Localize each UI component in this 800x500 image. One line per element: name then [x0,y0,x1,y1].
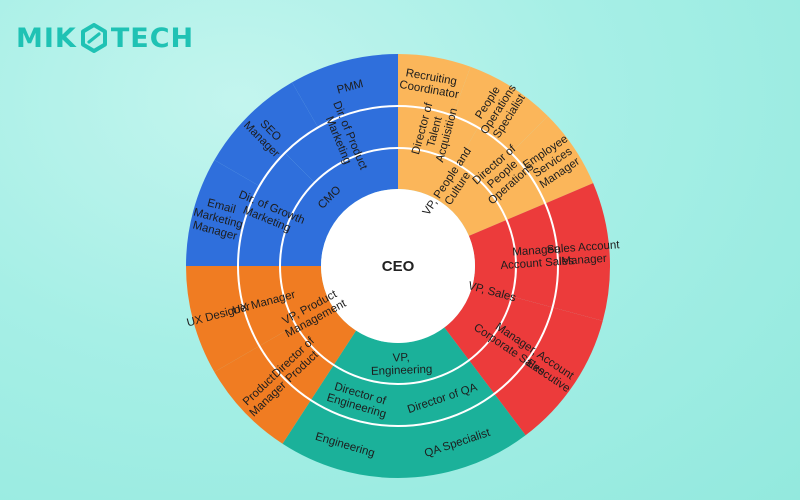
center-circle [321,189,475,343]
people-ring3-segment [511,116,594,204]
engineering-ring1-label: VP,Engineering [370,351,432,378]
sales-ring2-label: Manager,Account Sales [499,242,574,272]
people-ring1-segment [398,148,507,236]
engineering-ring2-segment [310,364,398,427]
logo-text-right: TECH [110,22,195,54]
people-ring3-segment [398,54,471,116]
hex-o-icon [80,23,107,53]
engineering-ring3-segment [282,400,398,478]
sales-ring2-segment [469,296,553,394]
marketing-ring3-segment [214,82,318,186]
engineering-ring1-segment [333,327,470,384]
sales-ring3-label: Sales AccountManager [546,239,621,269]
engineering-ring3-segment [398,393,526,478]
product-ring1-segment [280,266,357,365]
marketing-ring2-segment [284,106,398,183]
marketing-ring2-segment [238,152,315,266]
sales-ring2-segment [506,203,559,308]
company-logo: MIK TECH [16,18,194,58]
logo-text-left: MIK [16,22,77,54]
sales-ring3-segment [494,307,603,436]
sales-ring3-segment [545,183,610,321]
ceo-label: CEO [382,258,415,275]
ring-divider-1 [279,147,517,385]
people-ring2-segment [457,127,546,220]
engineering-ring2-segment [398,360,495,426]
marketing-ring1-segment [280,148,398,266]
product-ring3-segment [186,266,260,372]
ring-divider-2 [237,105,559,427]
product-ring3-segment [214,346,311,444]
people-ring3-segment [452,66,548,153]
product-ring2-segment [259,325,334,401]
marketing-ring3-segment [186,160,260,266]
sales-ring1-segment [444,219,516,361]
marketing-ring3-segment [292,54,398,128]
